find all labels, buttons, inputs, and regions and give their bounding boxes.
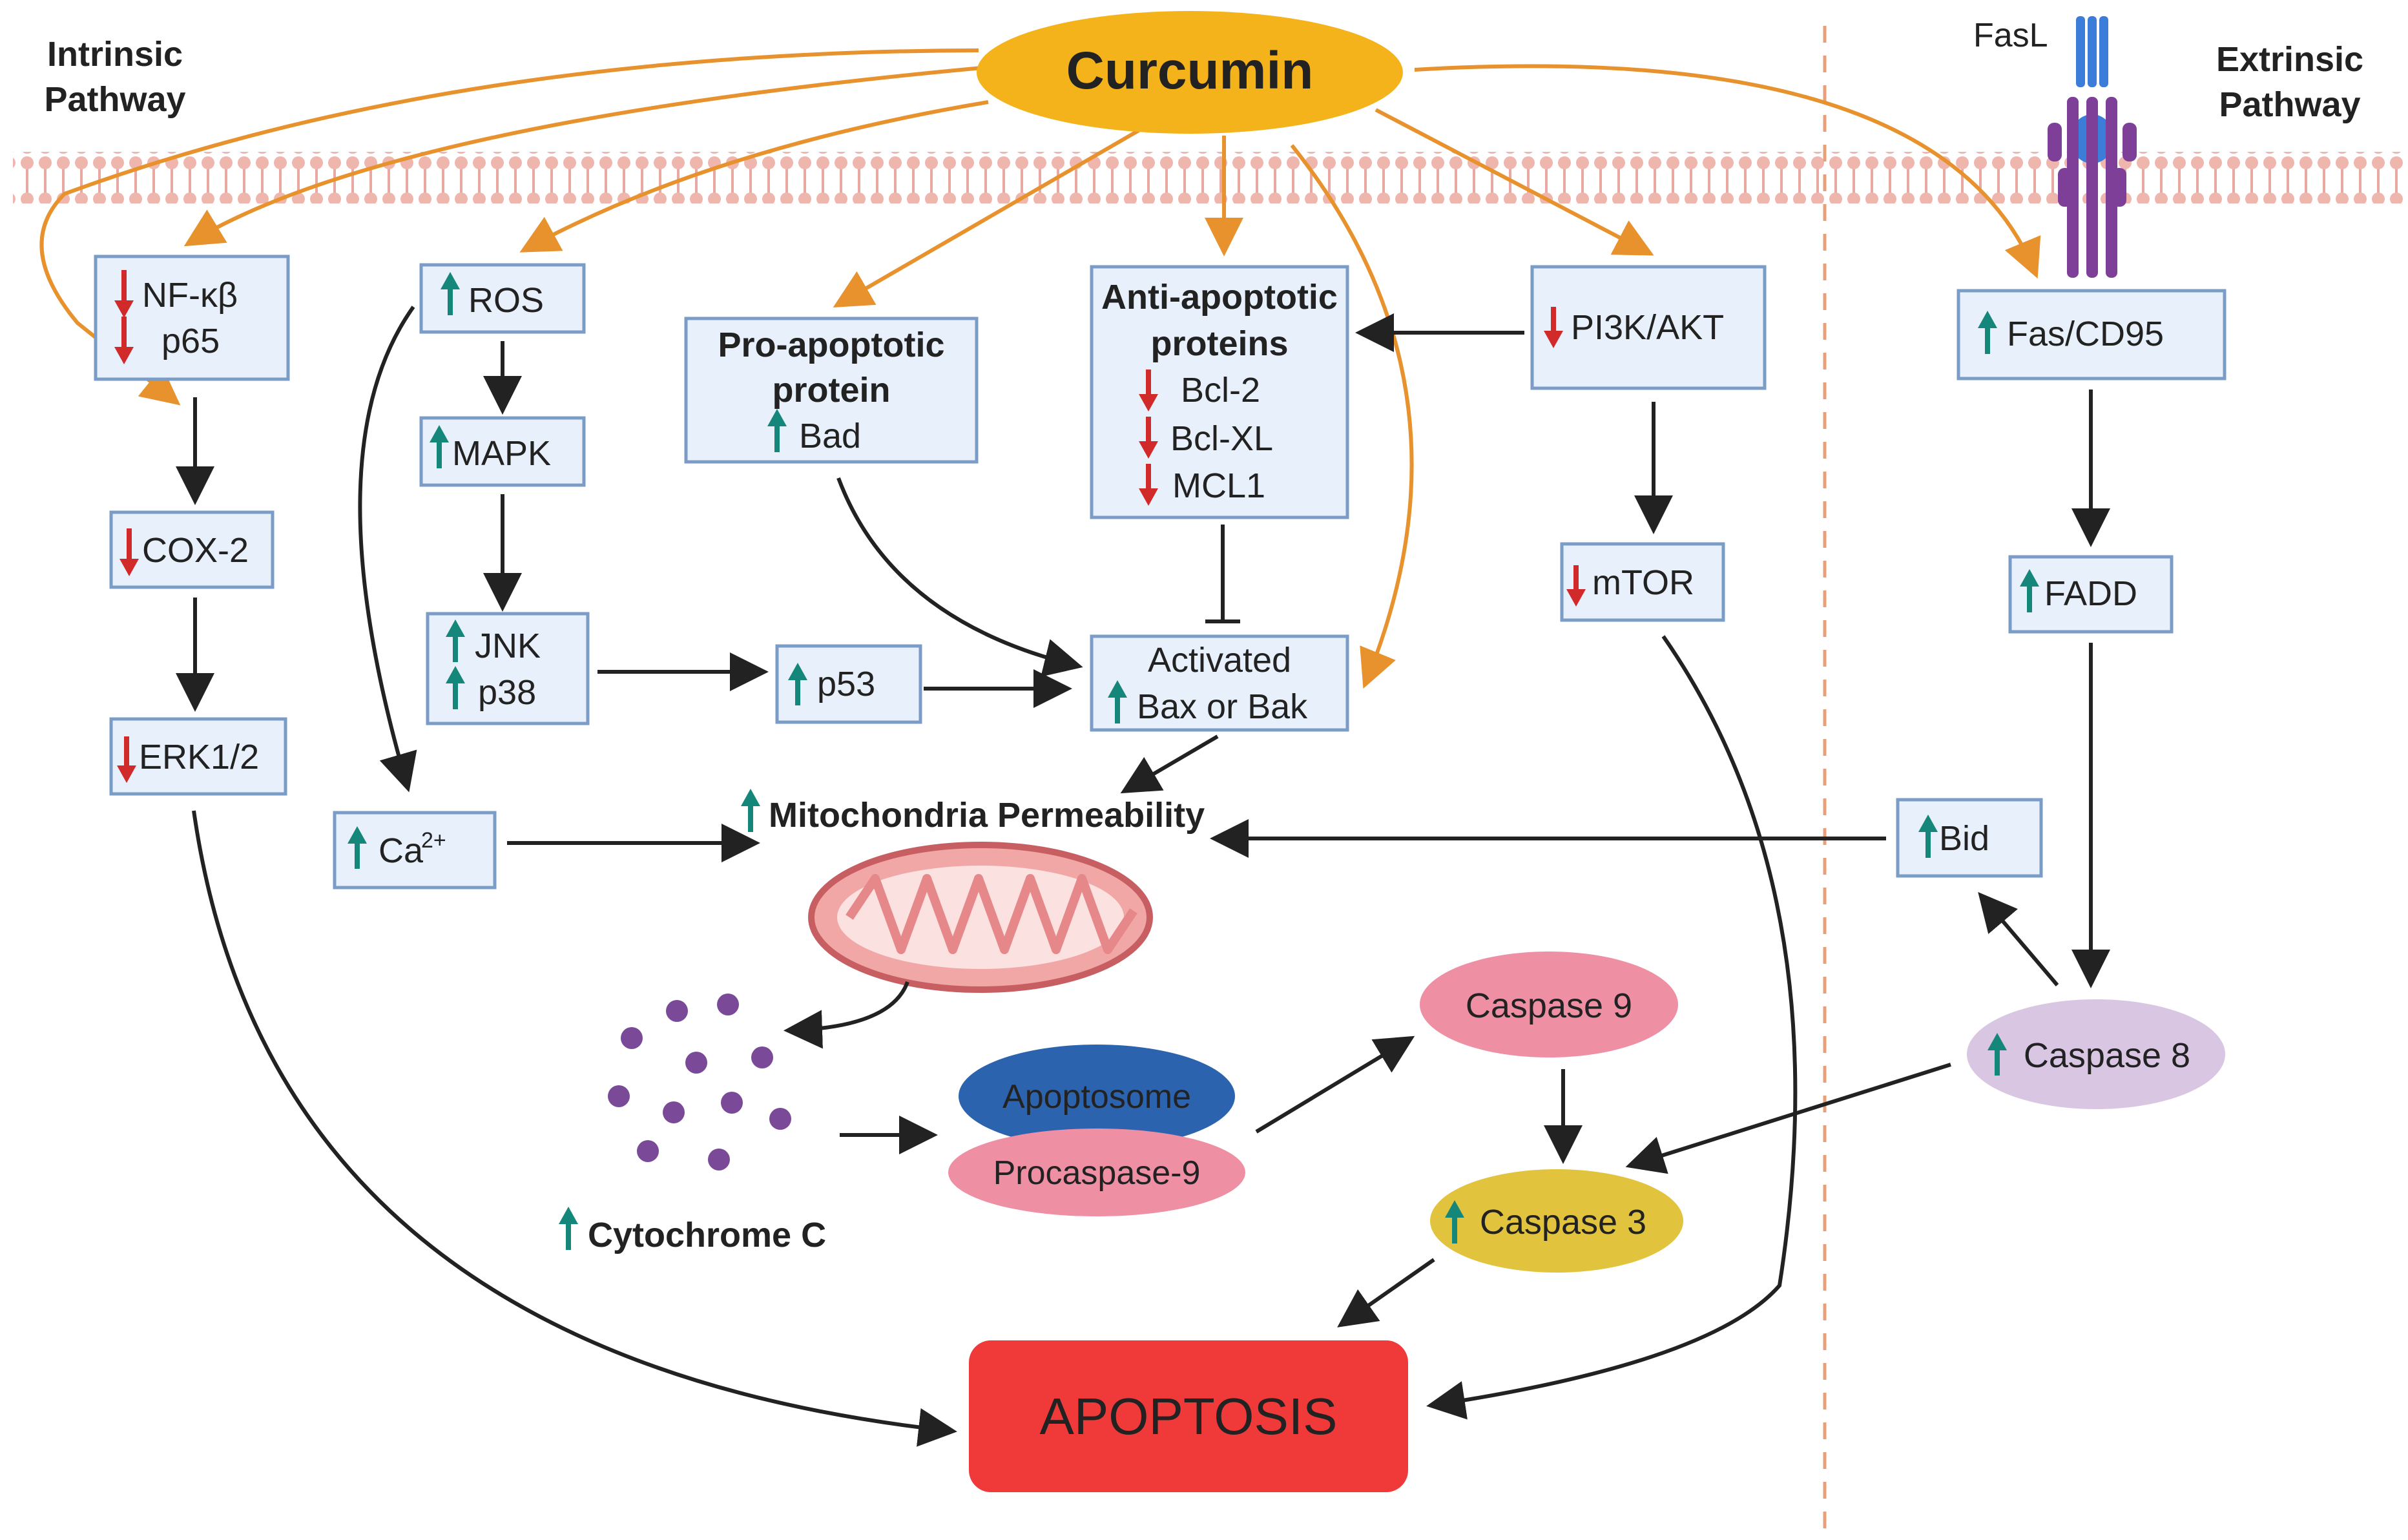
svg-text:Anti-apoptotic: Anti-apoptotic xyxy=(1101,278,1338,317)
svg-text:p65: p65 xyxy=(161,322,220,360)
jnk-p38-box: JNK p38 xyxy=(426,612,590,725)
up-arrow-icon xyxy=(2020,569,2039,612)
up-arrow-icon xyxy=(430,425,449,468)
svg-text:Caspase 9: Caspase 9 xyxy=(1466,986,1632,1025)
fas-receptor-icon xyxy=(2048,16,2137,278)
svg-text:ERK1/2: ERK1/2 xyxy=(139,738,259,776)
svg-text:ROS: ROS xyxy=(468,281,544,320)
svg-text:Ca: Ca xyxy=(379,831,424,870)
up-arrow-icon xyxy=(741,789,760,832)
up-arrow-icon xyxy=(348,826,367,869)
procaspase-9-node: Procaspase-9 xyxy=(948,1129,1245,1216)
extrinsic-pathway-title: Extrinsic xyxy=(2216,40,2363,79)
down-arrow-icon xyxy=(1544,307,1563,348)
down-arrow-icon xyxy=(1139,417,1158,459)
svg-text:Caspase 3: Caspase 3 xyxy=(1480,1203,1646,1242)
svg-text:Bax or Bak: Bax or Bak xyxy=(1137,687,1308,726)
mtor-box: mTOR xyxy=(1560,542,1725,622)
svg-text:COX-2: COX-2 xyxy=(142,531,249,570)
pro-apoptotic-box: Pro-apoptotic protein Bad xyxy=(684,317,979,464)
up-arrow-icon xyxy=(446,619,465,662)
ros-box: ROS xyxy=(419,263,586,334)
svg-text:protein: protein xyxy=(773,371,891,410)
up-arrow-icon xyxy=(1988,1033,2007,1076)
extrinsic-pathway-title-line2: Pathway xyxy=(2219,85,2360,124)
down-arrow-icon xyxy=(114,270,134,318)
svg-text:APOPTOSIS: APOPTOSIS xyxy=(1040,1388,1338,1445)
down-arrow-icon xyxy=(1139,369,1158,411)
fasl-label: FasL xyxy=(1973,17,2048,54)
caspase-9-node: Caspase 9 xyxy=(1420,952,1678,1057)
svg-text:FADD: FADD xyxy=(2044,574,2137,613)
svg-text:PI3K/AKT: PI3K/AKT xyxy=(1571,308,1724,347)
svg-text:p53: p53 xyxy=(817,665,875,703)
svg-text:Bcl-2: Bcl-2 xyxy=(1181,371,1260,410)
nfkb-p65-box: NF-κβ p65 xyxy=(94,255,290,381)
svg-text:Caspase 8: Caspase 8 xyxy=(2024,1036,2190,1075)
down-arrow-icon xyxy=(1566,565,1586,607)
svg-text:proteins: proteins xyxy=(1150,324,1288,363)
caspase-3-node: Caspase 3 xyxy=(1430,1169,1683,1273)
svg-text:Procaspase-9: Procaspase-9 xyxy=(993,1154,1201,1192)
svg-text:Mitochondria Permeability: Mitochondria Permeability xyxy=(769,796,1205,835)
caspase-8-node: Caspase 8 xyxy=(1967,999,2225,1109)
p53-box: p53 xyxy=(775,644,922,724)
up-arrow-icon xyxy=(788,663,807,705)
apoptosis-node: APOPTOSIS xyxy=(969,1340,1408,1492)
mitochondria-permeability-label: Mitochondria Permeability xyxy=(741,789,1205,835)
svg-text:2+: 2+ xyxy=(421,828,446,853)
up-arrow-icon xyxy=(1918,815,1938,858)
bid-box: Bid xyxy=(1896,798,2043,878)
down-arrow-icon xyxy=(114,317,134,364)
svg-text:Cytochrome C: Cytochrome C xyxy=(588,1216,826,1254)
down-arrow-icon xyxy=(1139,464,1158,506)
up-arrow-icon xyxy=(446,666,465,709)
up-arrow-icon xyxy=(1978,311,1997,354)
svg-text:MCL1: MCL1 xyxy=(1172,466,1265,505)
anti-apoptotic-box: Anti-apoptotic proteins Bcl-2 Bcl-XL MCL… xyxy=(1090,265,1349,519)
up-arrow-icon xyxy=(441,272,460,315)
svg-text:mTOR: mTOR xyxy=(1592,563,1694,602)
svg-text:JNK: JNK xyxy=(475,627,541,665)
cytochrome-c-particles xyxy=(608,994,791,1171)
bax-bak-box: Activated Bax or Bak xyxy=(1090,634,1349,732)
svg-text:Bid: Bid xyxy=(1939,819,1989,858)
fadd-box: FADD xyxy=(2008,555,2174,634)
svg-text:Activated: Activated xyxy=(1148,641,1291,680)
up-arrow-icon xyxy=(767,409,787,452)
svg-text:Bcl-XL: Bcl-XL xyxy=(1170,419,1273,458)
intrinsic-pathway-title-line2: Pathway xyxy=(44,80,185,119)
cytochrome-c-label: Cytochrome C xyxy=(559,1207,826,1254)
curcumin-node: Curcumin xyxy=(977,11,1403,134)
svg-text:p38: p38 xyxy=(478,673,536,712)
svg-text:Pro-apoptotic: Pro-apoptotic xyxy=(718,326,945,364)
up-arrow-icon xyxy=(1108,680,1127,723)
mapk-box: MAPK xyxy=(419,416,586,487)
svg-text:NF-κβ: NF-κβ xyxy=(142,276,238,315)
erk-box: ERK1/2 xyxy=(109,717,287,796)
calcium-box: Ca 2+ xyxy=(333,811,497,890)
apoptosome-node: Apoptosome xyxy=(959,1045,1235,1148)
up-arrow-icon xyxy=(559,1207,578,1250)
curcumin-arrows xyxy=(39,48,2041,689)
mitochondria-icon xyxy=(808,842,1153,993)
intrinsic-pathway-title: Intrinsic xyxy=(47,35,183,74)
svg-text:Fas/CD95: Fas/CD95 xyxy=(2007,315,2164,353)
cox2-box: COX-2 xyxy=(109,510,275,589)
svg-text:MAPK: MAPK xyxy=(452,434,551,473)
svg-text:Bad: Bad xyxy=(799,417,861,455)
curcumin-label: Curcumin xyxy=(1066,41,1314,100)
pi3k-akt-box: PI3K/AKT xyxy=(1530,265,1767,390)
up-arrow-icon xyxy=(1445,1200,1464,1243)
svg-text:Apoptosome: Apoptosome xyxy=(1002,1078,1191,1116)
down-arrow-icon xyxy=(117,736,136,783)
fas-cd95-box: Fas/CD95 xyxy=(1956,289,2226,380)
down-arrow-icon xyxy=(119,528,139,576)
cell-membrane-icon xyxy=(13,152,2403,203)
